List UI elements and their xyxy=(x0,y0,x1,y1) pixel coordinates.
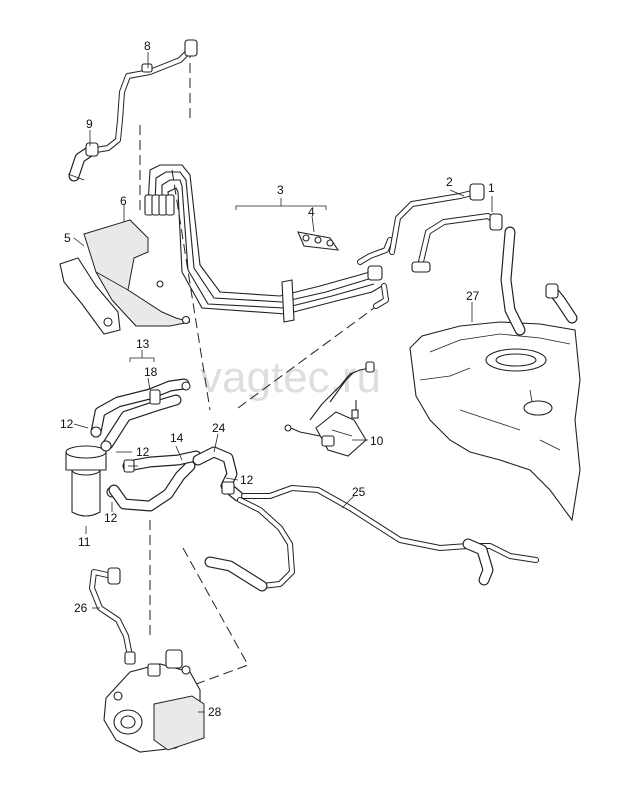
callout-12-d: 12 xyxy=(240,473,254,487)
bracket-5 xyxy=(59,257,121,335)
callout-25: 25 xyxy=(352,485,366,499)
callout-labels: 1 2 3 4 5 6 8 9 10 11 12 12 12 12 13 14 … xyxy=(60,39,495,719)
fuel-filter-11 xyxy=(65,426,118,517)
callout-26: 26 xyxy=(74,601,88,615)
callout-18: 18 xyxy=(144,365,158,379)
callout-28: 28 xyxy=(208,705,222,719)
callout-14: 14 xyxy=(170,431,184,445)
high-pressure-pump-28 xyxy=(103,649,205,753)
callout-27: 27 xyxy=(466,289,480,303)
clip-4 xyxy=(297,231,340,251)
callout-6: 6 xyxy=(120,194,127,208)
hose-14 xyxy=(108,450,202,512)
callout-9: 9 xyxy=(86,117,93,131)
fuel-line-2 xyxy=(389,183,485,255)
fuel-lines-13 xyxy=(90,378,191,450)
callout-12-a: 12 xyxy=(60,417,74,431)
pump-line-26 xyxy=(89,567,136,665)
callout-3: 3 xyxy=(277,183,284,197)
callout-4: 4 xyxy=(308,205,315,219)
callout-8: 8 xyxy=(144,39,151,53)
callout-11: 11 xyxy=(78,535,91,549)
callout-13: 13 xyxy=(136,337,150,351)
callout-1: 1 xyxy=(488,181,495,195)
hose-24 xyxy=(192,446,244,502)
callout-12-b: 12 xyxy=(136,445,150,459)
heat-shield-6 xyxy=(83,219,191,327)
fuel-line-bundle-3 xyxy=(144,164,393,323)
callout-2: 2 xyxy=(446,175,453,189)
callout-12-c: 12 xyxy=(104,511,118,525)
callout-leaders xyxy=(73,52,493,713)
return-line-8 xyxy=(93,39,198,153)
connector-9 xyxy=(67,142,99,182)
callout-5: 5 xyxy=(64,231,71,245)
callout-10: 10 xyxy=(370,434,384,448)
fuel-tank-27 xyxy=(409,226,581,522)
assembly-dash-lines xyxy=(139,48,386,691)
callout-24: 24 xyxy=(212,421,226,435)
sensor-10 xyxy=(284,361,375,457)
return-hose-25 xyxy=(204,485,539,592)
watermark: vagtec.ru xyxy=(200,353,381,402)
fuel-line-1 xyxy=(411,213,503,273)
